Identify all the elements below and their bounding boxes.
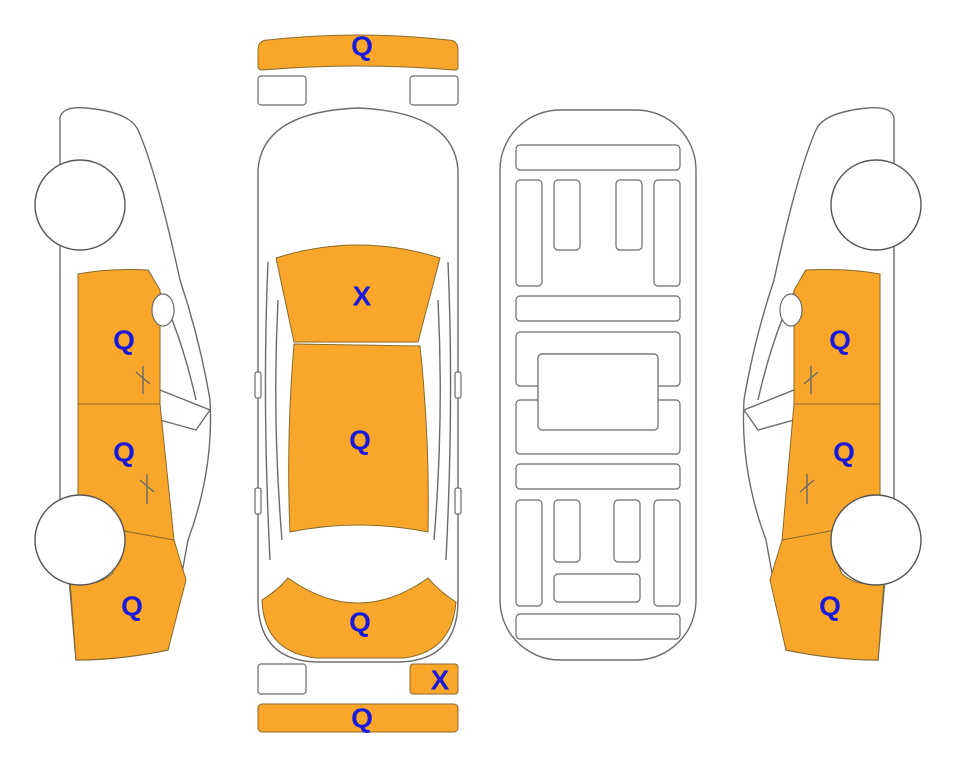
undercarriage-view [499, 109, 697, 661]
right-inner-line [433, 299, 441, 541]
trunk-mark: Q [349, 607, 371, 638]
car-top-view: X Q Q [254, 107, 462, 663]
left-rear-door-mark: Q [113, 437, 135, 468]
front-left-headlight[interactable] [257, 75, 307, 106]
roof-panel[interactable] [288, 343, 429, 533]
front-bumper-panel[interactable] [257, 34, 459, 71]
right-front-door-mark: Q [829, 325, 851, 356]
right-window-line [445, 261, 452, 561]
front-bumper-mark: Q [351, 31, 373, 62]
left-mirror[interactable] [254, 371, 262, 399]
right-rear-mirror [454, 487, 462, 515]
car-right-side-view: Q Q Q [742, 107, 922, 661]
right-rear-quarter-mark: Q [819, 591, 841, 622]
hood-panel[interactable] [275, 244, 441, 343]
hood-mark: X [353, 281, 372, 312]
rear-bumper-panel[interactable] [257, 703, 459, 733]
left-front-door-handle [135, 366, 151, 394]
right-mirror-outline[interactable] [742, 389, 795, 431]
left-rear-door-handle [139, 474, 155, 504]
trunk-panel[interactable] [261, 577, 457, 659]
right-side-quarter-window [779, 293, 803, 327]
left-inner-line [275, 299, 283, 541]
left-mirror-outline[interactable] [159, 389, 212, 431]
rear-left-lamp[interactable] [257, 663, 307, 695]
left-side-quarter-window [151, 293, 175, 327]
right-front-door-handle [803, 366, 819, 394]
left-front-wheel[interactable] [34, 159, 126, 251]
left-rear-wheel[interactable] [34, 494, 126, 586]
roof-mark: Q [349, 425, 371, 456]
left-rear-quarter-mark: Q [121, 591, 143, 622]
left-rear-mirror [254, 487, 262, 515]
car-left-side-view: Q Q Q [34, 107, 212, 661]
right-rear-door-handle [799, 474, 815, 504]
left-front-door-mark: Q [113, 325, 135, 356]
right-rear-wheel[interactable] [830, 494, 922, 586]
right-mirror[interactable] [454, 371, 462, 399]
rear-bumper-mark: Q [351, 703, 373, 734]
left-window-line [264, 261, 271, 561]
front-right-headlight[interactable] [409, 75, 459, 106]
right-front-door-panel[interactable] [793, 269, 881, 405]
right-rear-door-mark: Q [833, 437, 855, 468]
right-front-wheel[interactable] [830, 159, 922, 251]
front-area: Q [257, 31, 459, 106]
rear-right-lamp-mark: X [431, 665, 450, 696]
rear-area: X Q [257, 663, 459, 734]
rear-right-lamp[interactable] [409, 663, 459, 695]
left-front-door-panel[interactable] [77, 269, 161, 405]
